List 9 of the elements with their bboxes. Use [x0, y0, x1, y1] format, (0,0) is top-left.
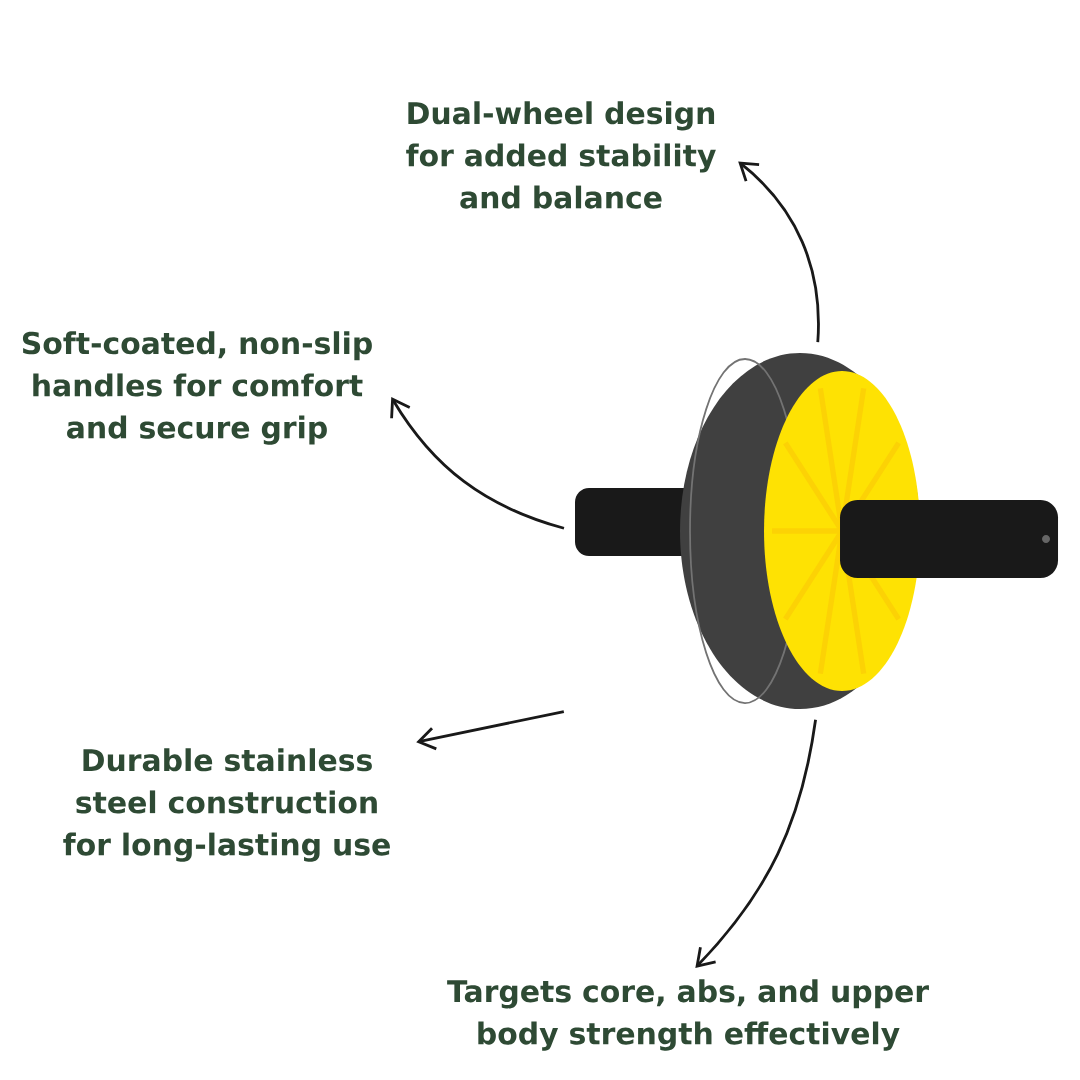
feature-label: Soft-coated, non-slip handles for comfort and secure grip [22, 331, 372, 445]
ab-wheel-drawing [575, 353, 1058, 709]
arrow [416, 710, 565, 751]
arrow [738, 161, 820, 343]
feature-label: Durable stainless steel construction for long-lasting use [63, 748, 390, 862]
feature-label: Targets core, abs, and upper body strength effectively [447, 979, 929, 1051]
feature-label: Dual-wheel design for added stability and balance [406, 101, 716, 209]
arrow [390, 397, 565, 530]
arrow [695, 719, 817, 968]
